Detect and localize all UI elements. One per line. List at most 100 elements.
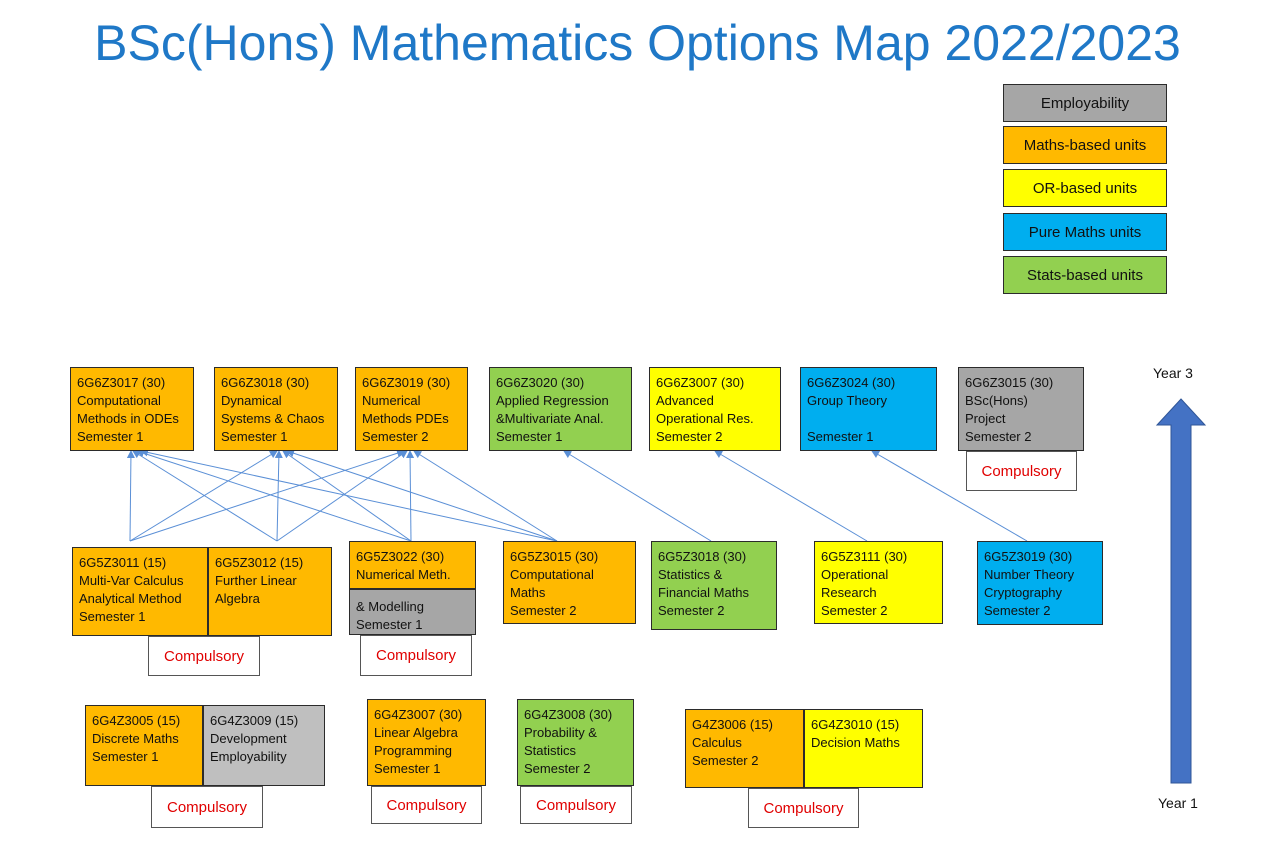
link-line bbox=[132, 450, 278, 542]
unit-title: Programming bbox=[374, 743, 453, 758]
unit-code: 6G4Z3010 (15) bbox=[811, 717, 900, 732]
compulsory-label: Compulsory bbox=[151, 786, 263, 828]
link-line bbox=[129, 449, 405, 542]
unit-title: Employability bbox=[210, 749, 287, 764]
unit-semester: Semester 2 bbox=[656, 429, 723, 444]
unit-code: 6G6Z3024 (30) bbox=[807, 375, 896, 390]
unit-6G4Z3009: 6G4Z3009 (15) Development Employability bbox=[203, 705, 325, 786]
unit-title: Calculus bbox=[692, 735, 742, 750]
unit-G4Z3006: G4Z3006 (15) Calculus Semester 2 bbox=[685, 709, 804, 788]
link-line bbox=[126, 450, 135, 542]
page-title: BSc(Hons) Mathematics Options Map 2022/2… bbox=[94, 15, 1181, 71]
unit-6G5Z3011: 6G5Z3011 (15) Multi-Var Calculus Analyti… bbox=[72, 547, 208, 636]
unit-code: 6G5Z3111 (30) bbox=[821, 549, 908, 564]
unit-semester: Semester 2 bbox=[524, 761, 591, 776]
unit-title: Further Linear bbox=[215, 573, 297, 588]
unit-code: 6G4Z3008 (30) bbox=[524, 707, 613, 722]
unit-6G5Z3018: 6G5Z3018 (30) Statistics & Financial Mat… bbox=[651, 541, 777, 630]
unit-title: Group Theory bbox=[807, 393, 887, 408]
unit-code: 6G4Z3009 (15) bbox=[210, 713, 299, 728]
unit-title: Decision Maths bbox=[811, 735, 900, 750]
unit-code: 6G6Z3020 (30) bbox=[496, 375, 585, 390]
unit-semester: Semester 2 bbox=[692, 753, 759, 768]
unit-title: Financial Maths bbox=[658, 585, 750, 600]
unit-6G6Z3017: 6G6Z3017 (30) Computational Methods in O… bbox=[70, 367, 194, 451]
unit-6G5Z3111: 6G5Z3111 (30) Operational Research Semes… bbox=[814, 541, 943, 624]
unit-title: Dynamical bbox=[221, 393, 282, 408]
link-line bbox=[274, 450, 283, 542]
compulsory-label: Compulsory bbox=[520, 786, 632, 824]
unit-semester: Semester 1 bbox=[221, 429, 288, 444]
unit-title: Development bbox=[210, 731, 287, 746]
compulsory-label: Compulsory bbox=[371, 786, 482, 824]
year-3-label: Year 3 bbox=[1153, 365, 1193, 381]
compulsory-label: Compulsory bbox=[360, 635, 472, 676]
unit-6G4Z3005: 6G4Z3005 (15) Discrete Maths Semester 1 bbox=[85, 705, 203, 786]
unit-6G6Z3019: 6G6Z3019 (30) Numerical Methods PDEs Sem… bbox=[355, 367, 468, 451]
unit-code: 6G5Z3012 (15) bbox=[215, 555, 304, 570]
unit-semester: Semester 1 bbox=[92, 749, 159, 764]
unit-title: Computational bbox=[510, 567, 594, 582]
compulsory-label: Compulsory bbox=[748, 788, 859, 828]
unit-code: 6G6Z3019 (30) bbox=[362, 375, 451, 390]
unit-6G6Z3015: 6G6Z3015 (30) BSc(Hons) Project Semester… bbox=[958, 367, 1084, 451]
unit-semester: Semester 2 bbox=[510, 603, 577, 618]
link-line bbox=[714, 450, 868, 542]
link-line bbox=[413, 450, 558, 542]
unit-title: Operational bbox=[821, 567, 889, 582]
unit-title: Linear Algebra bbox=[374, 725, 458, 740]
legend-maths: Maths-based units bbox=[1003, 126, 1167, 164]
unit-6G5Z3022-bottom: & Modelling Semester 1 bbox=[349, 589, 476, 635]
unit-code: G4Z3006 (15) bbox=[692, 717, 773, 732]
unit-title: Number Theory bbox=[984, 567, 1075, 582]
unit-title: Multi-Var Calculus bbox=[79, 573, 184, 588]
unit-semester: Semester 2 bbox=[984, 603, 1051, 618]
unit-code: 6G5Z3018 (30) bbox=[658, 549, 747, 564]
unit-title: & Modelling bbox=[356, 599, 424, 614]
link-line bbox=[136, 449, 412, 542]
link-line bbox=[140, 448, 558, 542]
unit-title: Maths bbox=[510, 585, 546, 600]
unit-semester: Semester 1 bbox=[356, 617, 423, 632]
year-1-label: Year 1 bbox=[1158, 795, 1198, 811]
unit-semester: Semester 1 bbox=[374, 761, 441, 776]
unit-6G5Z3012: 6G5Z3012 (15) Further Linear Algebra bbox=[208, 547, 332, 636]
unit-semester: Semester 1 bbox=[807, 429, 874, 444]
unit-semester: Semester 1 bbox=[79, 609, 146, 624]
link-line bbox=[871, 450, 1028, 542]
unit-title: Statistics & bbox=[658, 567, 723, 582]
unit-title bbox=[807, 410, 936, 428]
unit-6G6Z3024: 6G6Z3024 (30) Group Theory Semester 1 bbox=[800, 367, 937, 451]
legend-pure: Pure Maths units bbox=[1003, 213, 1167, 251]
unit-semester: Semester 2 bbox=[658, 603, 725, 618]
unit-title: Project bbox=[965, 411, 1006, 426]
unit-code: 6G5Z3011 (15) bbox=[79, 555, 167, 570]
unit-title: Advanced bbox=[656, 393, 714, 408]
unit-6G6Z3018: 6G6Z3018 (30) Dynamical Systems & Chaos … bbox=[214, 367, 338, 451]
unit-code: 6G5Z3015 (30) bbox=[510, 549, 599, 564]
legend-employability: Employability bbox=[1003, 84, 1167, 122]
unit-title: Systems & Chaos bbox=[221, 411, 325, 426]
unit-code: 6G6Z3018 (30) bbox=[221, 375, 310, 390]
unit-6G4Z3010: 6G4Z3010 (15) Decision Maths bbox=[804, 709, 923, 788]
unit-title: BSc(Hons) bbox=[965, 393, 1028, 408]
unit-title: Probability & bbox=[524, 725, 597, 740]
compulsory-label: Compulsory bbox=[148, 636, 260, 676]
unit-title: Cryptography bbox=[984, 585, 1063, 600]
unit-title: Numerical bbox=[362, 393, 421, 408]
link-line bbox=[129, 450, 278, 542]
compulsory-label: Compulsory bbox=[966, 451, 1077, 491]
unit-6G5Z3019: 6G5Z3019 (30) Number Theory Cryptography… bbox=[977, 541, 1103, 625]
unit-code: 6G4Z3005 (15) bbox=[92, 713, 181, 728]
unit-6G6Z3020: 6G6Z3020 (30) Applied Regression &Multiv… bbox=[489, 367, 632, 451]
unit-semester: Semester 2 bbox=[362, 429, 429, 444]
unit-code: 6G5Z3022 (30) bbox=[356, 549, 445, 564]
unit-title: Operational Res. bbox=[656, 411, 754, 426]
link-line bbox=[563, 450, 712, 542]
unit-code: 6G4Z3007 (30) bbox=[374, 707, 463, 722]
unit-6G4Z3007: 6G4Z3007 (30) Linear Algebra Programming… bbox=[367, 699, 486, 786]
year-progression-arrow bbox=[1155, 398, 1207, 784]
unit-title: &Multivariate Anal. bbox=[496, 411, 604, 426]
unit-code: 6G6Z3015 (30) bbox=[965, 375, 1054, 390]
